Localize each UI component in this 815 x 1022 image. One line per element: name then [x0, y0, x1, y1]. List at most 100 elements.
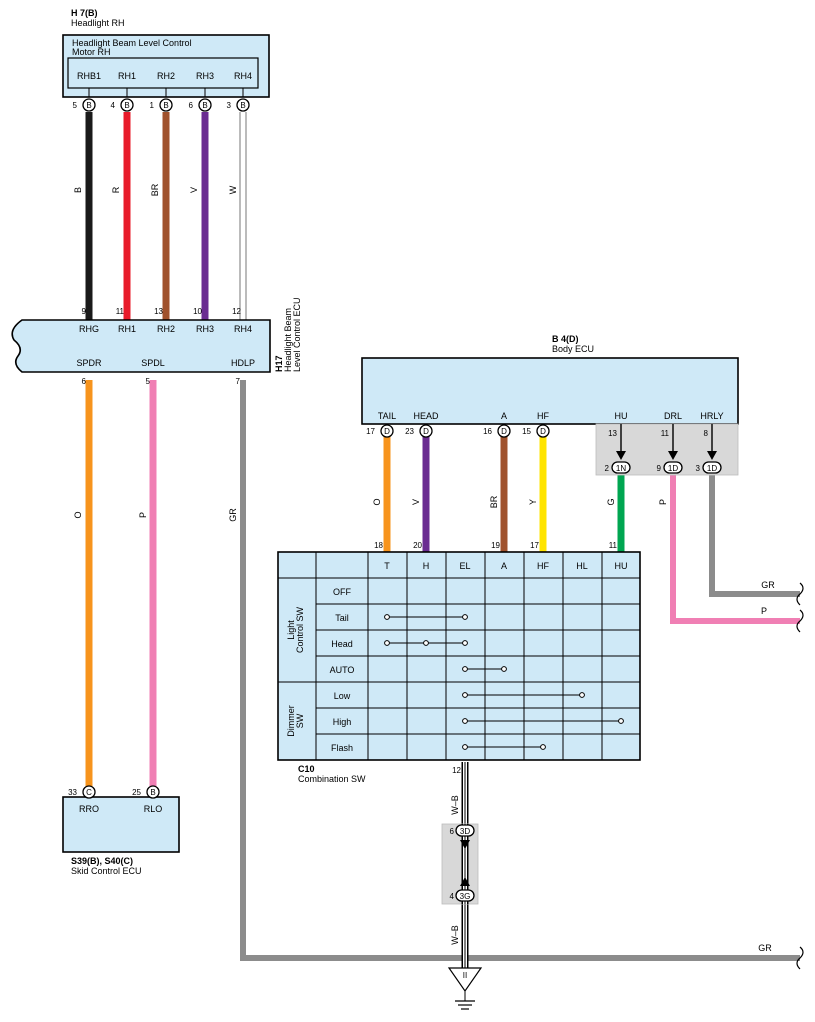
csw-col-a: A	[501, 561, 507, 571]
svg-text:3: 3	[227, 101, 232, 110]
level-ecu-term-hdlp: HDLP	[231, 358, 255, 368]
wire-label-gr-right-bottom: GR	[758, 943, 772, 953]
wire-label-br-a: BR	[489, 495, 499, 508]
arrow-icon	[668, 451, 678, 460]
inline-connector: 6 3D 4 3G	[441, 823, 479, 905]
svg-text:C: C	[86, 788, 92, 797]
svg-text:H17: H17	[274, 355, 284, 372]
svg-text:SW: SW	[295, 713, 305, 728]
motor-pin-1: 1 B	[150, 98, 173, 112]
wire-label-p: P	[138, 512, 148, 518]
skid-ecu-name: Skid Control ECU	[71, 866, 142, 876]
level-ecu-term-rh2: RH2	[157, 324, 175, 334]
junction-pin-13: 13	[608, 429, 617, 438]
body-term-hf: HF	[537, 411, 549, 421]
csw-group-light: Light Control SW	[286, 606, 305, 653]
level-ecu-pin-6: 6	[82, 377, 87, 386]
body-pin-23: 23 D	[405, 424, 433, 438]
svg-text:D: D	[384, 427, 390, 436]
motor-terminal-ticks	[88, 88, 244, 97]
body-ecu-box	[361, 357, 739, 425]
csw-row-head: Head	[331, 639, 353, 649]
wire-label-o-tail: O	[372, 498, 382, 505]
level-ecu-pin-9: 9	[82, 307, 87, 316]
wire-label-gr: GR	[228, 508, 238, 522]
body-ecu-name: Body ECU	[552, 344, 594, 354]
csw-col-hf: HF	[537, 561, 549, 571]
conn-low	[462, 692, 585, 698]
headlight-motor: H 7(B) Headlight RH Headlight Beam Level…	[62, 8, 270, 112]
csw-col-t: T	[384, 561, 390, 571]
wire-gr-hrly	[709, 475, 800, 597]
svg-text:3: 3	[696, 464, 701, 473]
conn-3g: 4 3G	[450, 889, 475, 902]
wire-label-o: O	[73, 511, 83, 518]
skid-pin-25: 25 B	[132, 785, 160, 799]
skid-ecu: 33 C 25 B RRO RLO S39(B), S40(C) Skid Co…	[62, 785, 180, 876]
svg-text:4: 4	[111, 101, 116, 110]
csw-pin-a: 19	[491, 541, 500, 550]
motor-box	[62, 34, 270, 98]
motor-terminal-rh2: RH2	[157, 71, 175, 81]
junction-conn-1n: 2 1N	[605, 461, 631, 474]
body-term-hrly: HRLY	[700, 411, 723, 421]
svg-text:Light: Light	[286, 620, 296, 640]
arrow-icon	[707, 451, 717, 460]
wire-label-wb-bottom: W–B	[450, 925, 460, 945]
svg-text:Level Control ECU: Level Control ECU	[292, 297, 302, 372]
level-ecu-term-rh4: RH4	[234, 324, 252, 334]
svg-text:33: 33	[68, 788, 77, 797]
ground-symbol: II	[447, 967, 483, 1010]
skid-ecu-box	[62, 796, 180, 853]
svg-text:3G: 3G	[460, 892, 471, 901]
wire-gr-hdlp	[240, 380, 800, 961]
motor-terminal-frame	[67, 57, 259, 89]
motor-ref: H 7(B)	[71, 8, 98, 18]
csw-pin-t: 18	[374, 541, 383, 550]
wire-label-v-head: V	[411, 499, 421, 505]
body-junction: 13 11 8 2 1N 9 1D	[595, 423, 739, 476]
level-ecu-box	[11, 319, 271, 373]
level-ecu-pin-10: 10	[193, 307, 202, 316]
svg-text:5: 5	[73, 101, 78, 110]
svg-text:B: B	[86, 101, 91, 110]
motor-pin-3: 3 B	[227, 98, 250, 112]
motor-pin-4: 4 B	[111, 98, 134, 112]
conn-flash	[462, 744, 546, 750]
body-pin-16: 16 D	[483, 424, 511, 438]
svg-text:17: 17	[366, 427, 375, 436]
level-ecu-term-rh3: RH3	[196, 324, 214, 334]
csw-ref: C10	[298, 764, 315, 774]
svg-text:25: 25	[132, 788, 141, 797]
csw-pin-hf: 17	[530, 541, 539, 550]
svg-text:B: B	[150, 788, 155, 797]
level-ecu-term-rhg: RHG	[79, 324, 99, 334]
body-term-a: A	[501, 411, 507, 421]
svg-text:B: B	[240, 101, 245, 110]
level-ecu-pin-5: 5	[146, 377, 151, 386]
arrow-up-icon	[460, 877, 470, 886]
wire-label-y-hf: Y	[528, 499, 538, 505]
svg-text:15: 15	[522, 427, 531, 436]
ground-triangle	[447, 967, 483, 993]
body-d-pins: 17 D 23 D 16 D 15 D	[366, 424, 550, 438]
arrow-down-icon	[460, 840, 470, 849]
wire-p-drl	[670, 475, 800, 624]
svg-text:16: 16	[483, 427, 492, 436]
junction-pin-11: 11	[661, 429, 670, 438]
wire-label-w: W	[228, 185, 238, 194]
wire-label-v: V	[189, 187, 199, 193]
svg-text:4: 4	[450, 892, 455, 901]
svg-text:D: D	[501, 427, 507, 436]
svg-text:23: 23	[405, 427, 414, 436]
level-ecu-term-rh1: RH1	[118, 324, 136, 334]
skid-ecu-ref: S39(B), S40(C)	[71, 856, 133, 866]
svg-text:3D: 3D	[460, 827, 470, 836]
csw-col-el: EL	[459, 561, 470, 571]
body-term-hu: HU	[615, 411, 628, 421]
svg-text:1D: 1D	[668, 464, 678, 473]
csw-name: Combination SW	[298, 774, 366, 784]
svg-text:1: 1	[150, 101, 155, 110]
level-ecu: 9 11 13 10 12 RHG RH1 RH2 RH3 RH4 SPDR S…	[11, 297, 302, 386]
wire-label-p-drl: P	[658, 499, 668, 505]
